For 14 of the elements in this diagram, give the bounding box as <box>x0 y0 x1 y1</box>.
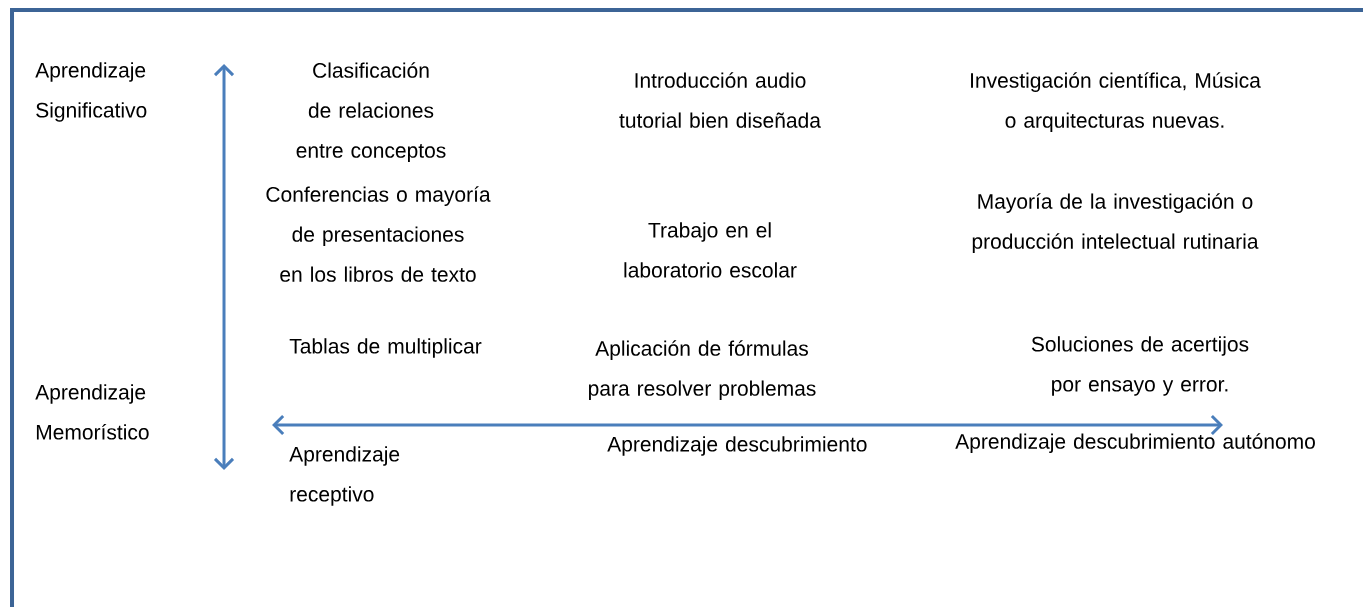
text-label: Mayoría de la investigación o producción intelectual rutinaria <box>972 193 1259 253</box>
text-label: Introducción audio tutorial bien diseñada <box>619 72 821 128</box>
text-label: Aprendizaje Significativo <box>35 62 147 122</box>
text-label: Conferencias o mayoría de presentaciones en los libros de texto <box>266 186 491 282</box>
text-label: Soluciones de acertijos por ensayo y error. <box>1031 336 1249 396</box>
text-label: Aprendizaje Memorístico <box>35 384 149 440</box>
text-label: Investigación científica, Música o arquitecturas nuevas. <box>971 72 1261 132</box>
text-label: Aprendizaje descubrimiento autónomo <box>955 433 1315 453</box>
text-label: Aprendizaje receptivo <box>289 446 400 506</box>
text-label: Tablas de multiplicar <box>289 338 482 358</box>
text-label: Clasificación de relaciones entre conceptos <box>296 62 446 162</box>
text-label: Trabajo en el laboratorio escolar <box>624 222 797 278</box>
text-label: Aprendizaje descubrimiento <box>607 436 867 456</box>
text-label: Aplicación de fórmulas para resolver problemas <box>588 340 816 400</box>
